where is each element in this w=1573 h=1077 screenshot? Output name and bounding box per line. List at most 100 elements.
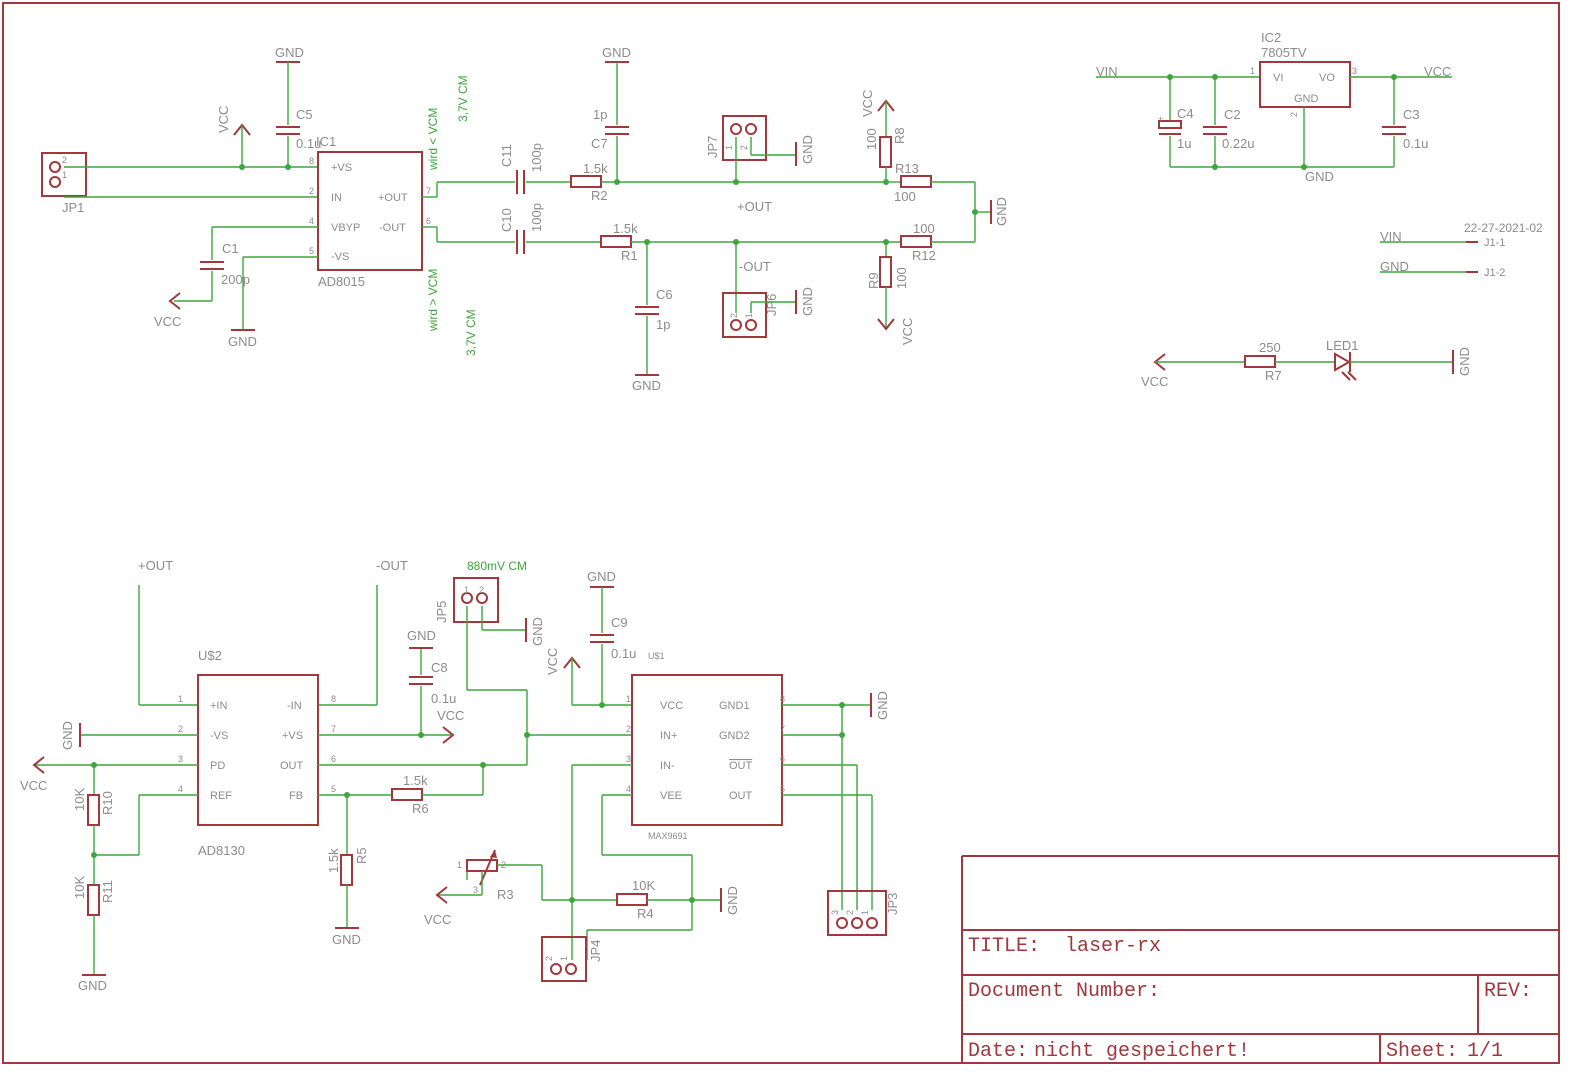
vcc-label: VCC bbox=[900, 318, 915, 345]
r4-name: R4 bbox=[637, 906, 654, 921]
jp5-name: JP5 bbox=[434, 601, 449, 623]
pos-out-label: +OUT bbox=[138, 558, 173, 573]
svg-text:1: 1 bbox=[860, 910, 870, 915]
svg-text:1: 1 bbox=[744, 313, 754, 318]
gnd-label: GND bbox=[875, 691, 890, 720]
u1-name: U$1 bbox=[648, 651, 665, 661]
svg-text:1: 1 bbox=[464, 585, 469, 595]
sheet-label: Sheet: bbox=[1386, 1040, 1458, 1063]
ic1-body bbox=[317, 151, 423, 271]
jp4-name: JP4 bbox=[588, 940, 603, 962]
c9-name: C9 bbox=[611, 615, 628, 630]
c7-value: 1p bbox=[593, 107, 607, 122]
ic2-regulator-block: VIN IC2 7805TV VI VO GND 1 3 2 VCC + C4 … bbox=[1096, 30, 1543, 389]
vcc-label: VCC bbox=[424, 912, 451, 927]
svg-text:GND2: GND2 bbox=[719, 730, 750, 742]
gnd-label: GND bbox=[587, 569, 616, 584]
note-cm-top: 3,7V CM bbox=[456, 75, 470, 122]
svg-text:1: 1 bbox=[559, 956, 569, 961]
svg-text:7: 7 bbox=[426, 186, 431, 196]
date-label: Date: bbox=[968, 1040, 1028, 1063]
u2-body bbox=[197, 674, 319, 826]
gnd-label: GND bbox=[1457, 347, 1472, 376]
svg-text:2: 2 bbox=[1289, 112, 1299, 117]
svg-text:VO: VO bbox=[1319, 72, 1335, 84]
gnd-label: GND bbox=[275, 45, 304, 60]
vcc-label: VCC bbox=[437, 708, 464, 723]
jp5-connector[interactable] bbox=[453, 577, 499, 623]
c4-value: 1u bbox=[1177, 136, 1191, 151]
gnd-label: GND bbox=[78, 978, 107, 993]
svg-text:8: 8 bbox=[780, 694, 785, 704]
ic2-value: 7805TV bbox=[1261, 45, 1307, 60]
jp1-connector[interactable] bbox=[41, 152, 87, 197]
svg-text:7: 7 bbox=[331, 724, 336, 734]
c2-value: 0.22u bbox=[1222, 136, 1255, 151]
r10-name: R10 bbox=[100, 791, 115, 815]
gnd-label: GND bbox=[800, 287, 815, 316]
gnd-label: GND bbox=[1380, 259, 1409, 274]
note-880mv-cm: 880mV CM bbox=[467, 559, 527, 573]
jp3-connector[interactable] bbox=[827, 890, 887, 936]
gnd-label: GND bbox=[60, 721, 75, 750]
svg-text:1: 1 bbox=[1250, 66, 1255, 76]
r2-value: 1.5k bbox=[583, 161, 608, 176]
svg-text:+IN: +IN bbox=[210, 700, 227, 712]
ic2-body bbox=[1259, 61, 1351, 108]
vcc-label: VCC bbox=[154, 314, 181, 329]
r7-name: R7 bbox=[1265, 368, 1282, 383]
svg-text:4: 4 bbox=[178, 784, 183, 794]
svg-text:VI: VI bbox=[1273, 72, 1283, 84]
svg-text:GND1: GND1 bbox=[719, 700, 750, 712]
gnd-label: GND bbox=[602, 45, 631, 60]
svg-text:2: 2 bbox=[626, 724, 631, 734]
svg-text:FB: FB bbox=[289, 790, 303, 802]
ic2-name: IC2 bbox=[1261, 30, 1281, 45]
u2-value: AD8130 bbox=[198, 843, 245, 858]
r9-value: 100 bbox=[894, 267, 909, 289]
svg-text:1: 1 bbox=[457, 860, 462, 870]
r8-name: R8 bbox=[892, 127, 907, 144]
jp1-name: JP1 bbox=[62, 200, 84, 215]
svg-text:IN: IN bbox=[331, 192, 342, 204]
r12-value: 100 bbox=[913, 221, 935, 236]
svg-text:OUT: OUT bbox=[280, 760, 304, 772]
j1-pin1: J1-1 bbox=[1484, 237, 1505, 249]
svg-text:-VS: -VS bbox=[331, 251, 349, 263]
c8-name: C8 bbox=[431, 660, 448, 675]
svg-text:OUT: OUT bbox=[729, 760, 753, 772]
jp7-connector[interactable] bbox=[722, 115, 767, 161]
jp6-connector[interactable] bbox=[722, 292, 767, 338]
svg-text:OUT: OUT bbox=[729, 790, 753, 802]
r12-name: R12 bbox=[912, 248, 936, 263]
ic1-value: AD8015 bbox=[318, 274, 365, 289]
jp7-name: JP7 bbox=[705, 136, 720, 158]
u1-max9691-block: 880mV CM 1 2 JP5 GND GND C9 0.1u VCC U$1… bbox=[424, 559, 900, 982]
svg-text:3: 3 bbox=[830, 910, 840, 915]
vcc-label: VCC bbox=[1141, 374, 1168, 389]
c1-name: C1 bbox=[222, 241, 239, 256]
jp4-connector[interactable] bbox=[541, 936, 587, 982]
gnd-label: GND bbox=[1305, 169, 1334, 184]
c9-value: 0.1u bbox=[611, 646, 636, 661]
r5-value: 1.5k bbox=[326, 848, 341, 873]
vin-label: VIN bbox=[1380, 229, 1402, 244]
note-wird-lt-vcm: wird < VCM bbox=[426, 108, 440, 171]
svg-text:3: 3 bbox=[473, 885, 478, 895]
svg-text:8: 8 bbox=[309, 156, 314, 166]
r10-value: 10K bbox=[72, 788, 87, 811]
title-value: laser-rx bbox=[1065, 935, 1161, 958]
svg-text:+: + bbox=[1158, 114, 1163, 124]
gnd-label: GND bbox=[800, 135, 815, 164]
sheet-value: 1/1 bbox=[1467, 1040, 1503, 1063]
svg-text:2: 2 bbox=[178, 724, 183, 734]
gnd-label: GND bbox=[632, 378, 661, 393]
gnd-label: GND bbox=[725, 886, 740, 915]
title-block: TITLE: laser-rx Document Number: REV: Da… bbox=[961, 855, 1559, 1063]
note-wird-gt-vcm: wird > VCM bbox=[426, 269, 440, 332]
svg-text:7: 7 bbox=[780, 724, 785, 734]
svg-text:-OUT: -OUT bbox=[379, 222, 406, 234]
svg-text:1: 1 bbox=[178, 694, 183, 704]
